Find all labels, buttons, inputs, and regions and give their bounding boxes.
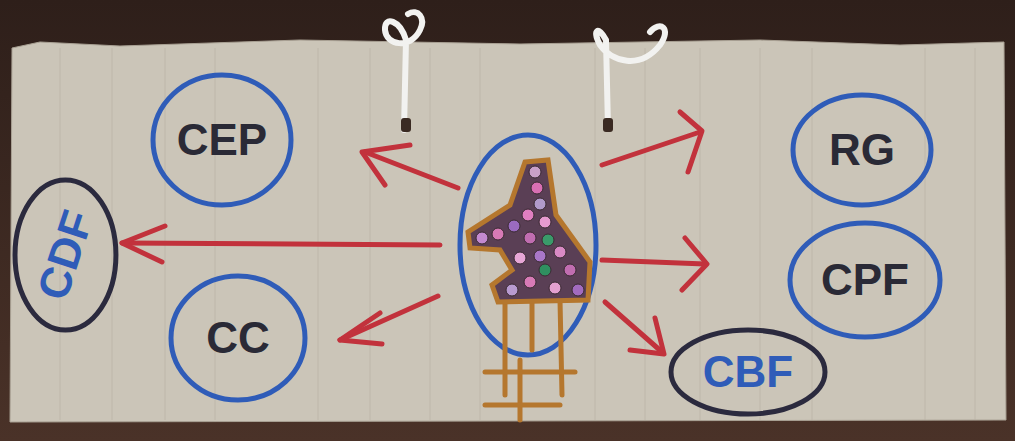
node-label: RG xyxy=(829,128,895,172)
sequins xyxy=(476,166,584,296)
sequin-figure xyxy=(468,160,590,302)
stand xyxy=(485,300,575,420)
ellipse-border xyxy=(671,330,825,414)
ellipse-border xyxy=(15,180,116,330)
node-label: CC xyxy=(206,316,270,360)
node-label: CBF xyxy=(703,350,793,394)
center-oval xyxy=(460,135,596,355)
circle-node: CBF xyxy=(668,327,828,417)
circle-node: RG xyxy=(790,92,934,208)
ellipse-border xyxy=(793,95,931,205)
ellipse-border xyxy=(790,223,940,337)
ellipse-border xyxy=(171,276,305,400)
circle-node: CEP xyxy=(150,72,294,208)
cable-ties xyxy=(385,12,665,130)
cardboard-sheet xyxy=(10,40,1006,422)
node-label: CEP xyxy=(177,118,267,162)
circle-node: CC xyxy=(168,273,308,403)
corrugation-lines xyxy=(60,48,975,420)
circle-node: CPF xyxy=(787,220,943,340)
node-label: CPF xyxy=(821,258,909,302)
node-label: CDF xyxy=(30,205,100,305)
ellipse-border xyxy=(153,75,291,205)
circle-node: CDF xyxy=(12,177,119,333)
tie-holes xyxy=(401,118,613,132)
